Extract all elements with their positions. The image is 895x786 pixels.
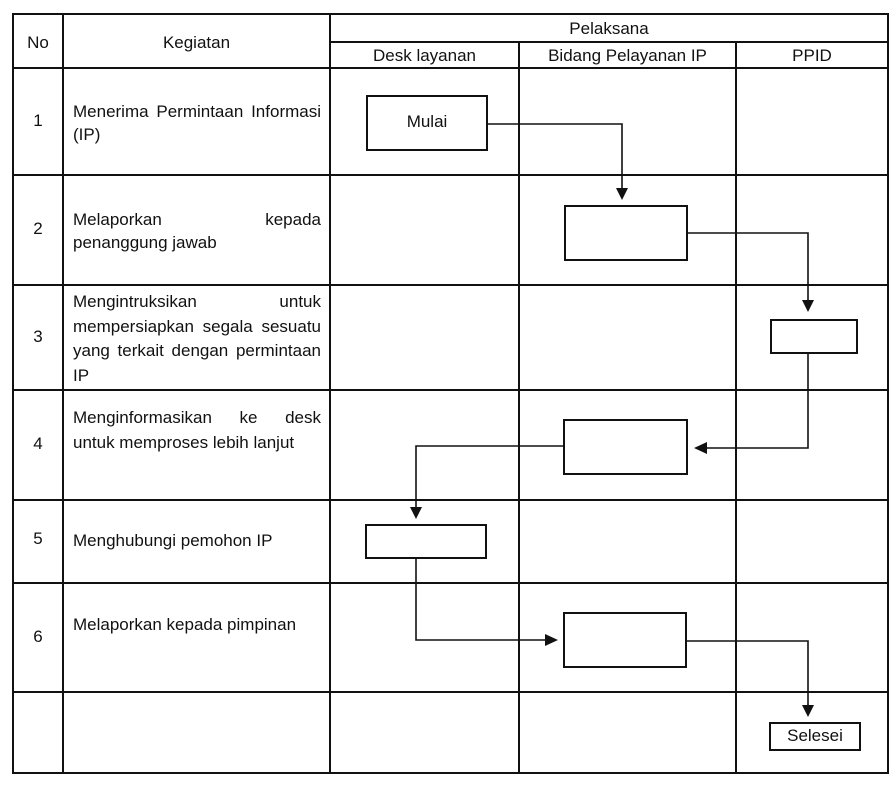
arrow-down-icon <box>410 507 422 519</box>
connector-5-6 <box>415 558 548 641</box>
kegiatan-text: Menghubungi pemohon IP <box>73 531 273 550</box>
box-start-mulai <box>366 95 488 151</box>
header-pelaksana: Pelaksana <box>569 19 649 38</box>
kegiatan-text: Melaporkan kepada pimpinan <box>73 615 297 634</box>
start-label: Mulai <box>406 112 448 131</box>
arrow-down-icon <box>802 300 814 312</box>
row-number: 6 <box>33 627 43 646</box>
arrowheads <box>410 188 814 717</box>
process-boxes <box>365 95 861 751</box>
connector-4-5 <box>415 445 564 509</box>
row-number: 3 <box>33 327 43 346</box>
header-no: No <box>27 33 49 52</box>
arrow-right-icon <box>545 634 558 646</box>
row-number: 2 <box>33 219 43 238</box>
arrow-down-icon <box>802 705 814 717</box>
kegiatan-text: Mengintruksikan untuk mempersiapkan sega… <box>73 292 321 385</box>
connector-1-2 <box>487 123 623 190</box>
header-lane-desk: Desk layanan <box>372 46 476 65</box>
box-step-6 <box>563 612 687 668</box>
connector-6-end <box>686 640 809 708</box>
row-number: 4 <box>33 434 43 453</box>
arrow-left-icon <box>694 442 707 454</box>
kegiatan-text: Menginformasikan ke desk untuk memproses… <box>73 408 321 452</box>
box-step-3 <box>770 319 858 354</box>
row-number: 1 <box>33 111 43 130</box>
box-step-4 <box>563 419 688 475</box>
row-number: 5 <box>33 529 43 548</box>
box-step-5 <box>365 524 487 559</box>
box-end-selesei <box>769 722 861 751</box>
kegiatan-text: Melaporkan kepada penanggung jawab <box>73 210 321 252</box>
connectors <box>415 123 809 708</box>
connector-2-3 <box>687 232 809 304</box>
table-border <box>12 13 889 774</box>
end-label: Selesei <box>787 726 843 745</box>
table-grid <box>12 13 889 774</box>
box-step-2 <box>564 205 688 261</box>
connector-3-4 <box>705 353 809 449</box>
header-kegiatan: Kegiatan <box>162 33 231 52</box>
kegiatan-text: Menerima Permintaan Informasi (IP) <box>73 102 321 144</box>
header-lane-ppid: PPID <box>792 46 832 65</box>
arrow-down-icon <box>616 188 628 200</box>
header-lane-bidang: Bidang Pelayanan IP <box>548 46 707 65</box>
